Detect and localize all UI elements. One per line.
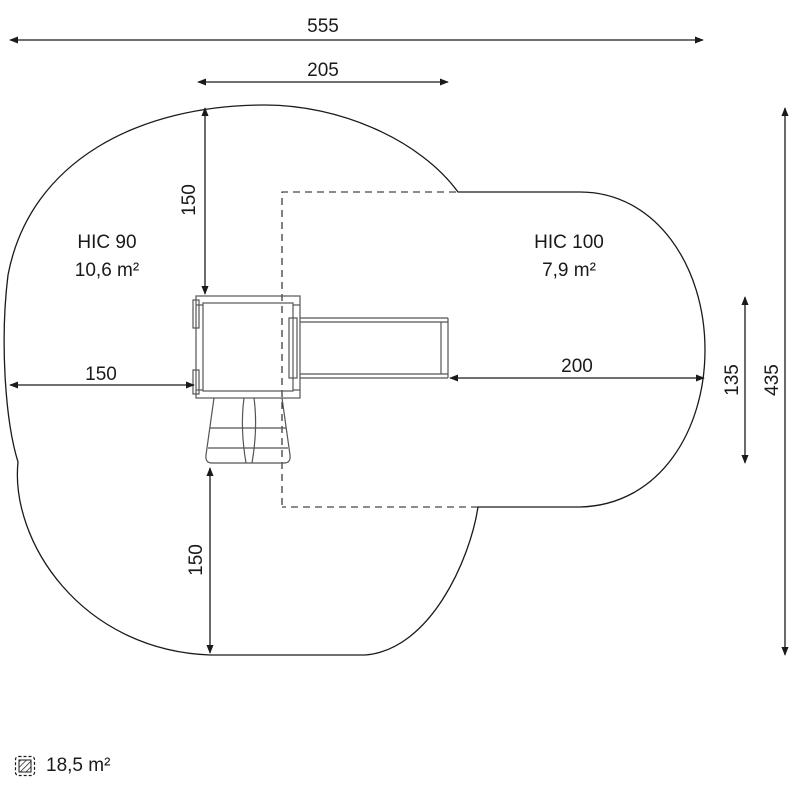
platform-tower — [192, 295, 301, 399]
dim-overall-height: 435 — [762, 364, 783, 396]
dim-left-side-width: 150 — [85, 364, 117, 385]
left-zone-hic: HIC 90 — [77, 232, 136, 253]
hatched-surface-icon — [14, 755, 36, 777]
left-zone-area: 10,6 m² — [75, 260, 139, 281]
legend: 18,5 m² — [14, 754, 110, 778]
right-zone-hic: HIC 100 — [534, 232, 604, 253]
right-zone-area: 7,9 m² — [542, 260, 596, 281]
slide — [300, 317, 449, 379]
dim-left-bottom-height: 150 — [186, 544, 207, 576]
dim-slide-right-width: 200 — [561, 356, 593, 377]
climbing-net — [205, 397, 291, 464]
dim-slide-zone-height: 135 — [722, 364, 743, 396]
slide-zone-dashed — [281, 191, 478, 508]
total-area-label: 18,5 m² — [46, 755, 111, 776]
dim-left-top-height: 150 — [179, 184, 200, 216]
dim-platform-width: 205 — [307, 60, 339, 81]
dim-overall-width: 555 — [307, 16, 339, 37]
